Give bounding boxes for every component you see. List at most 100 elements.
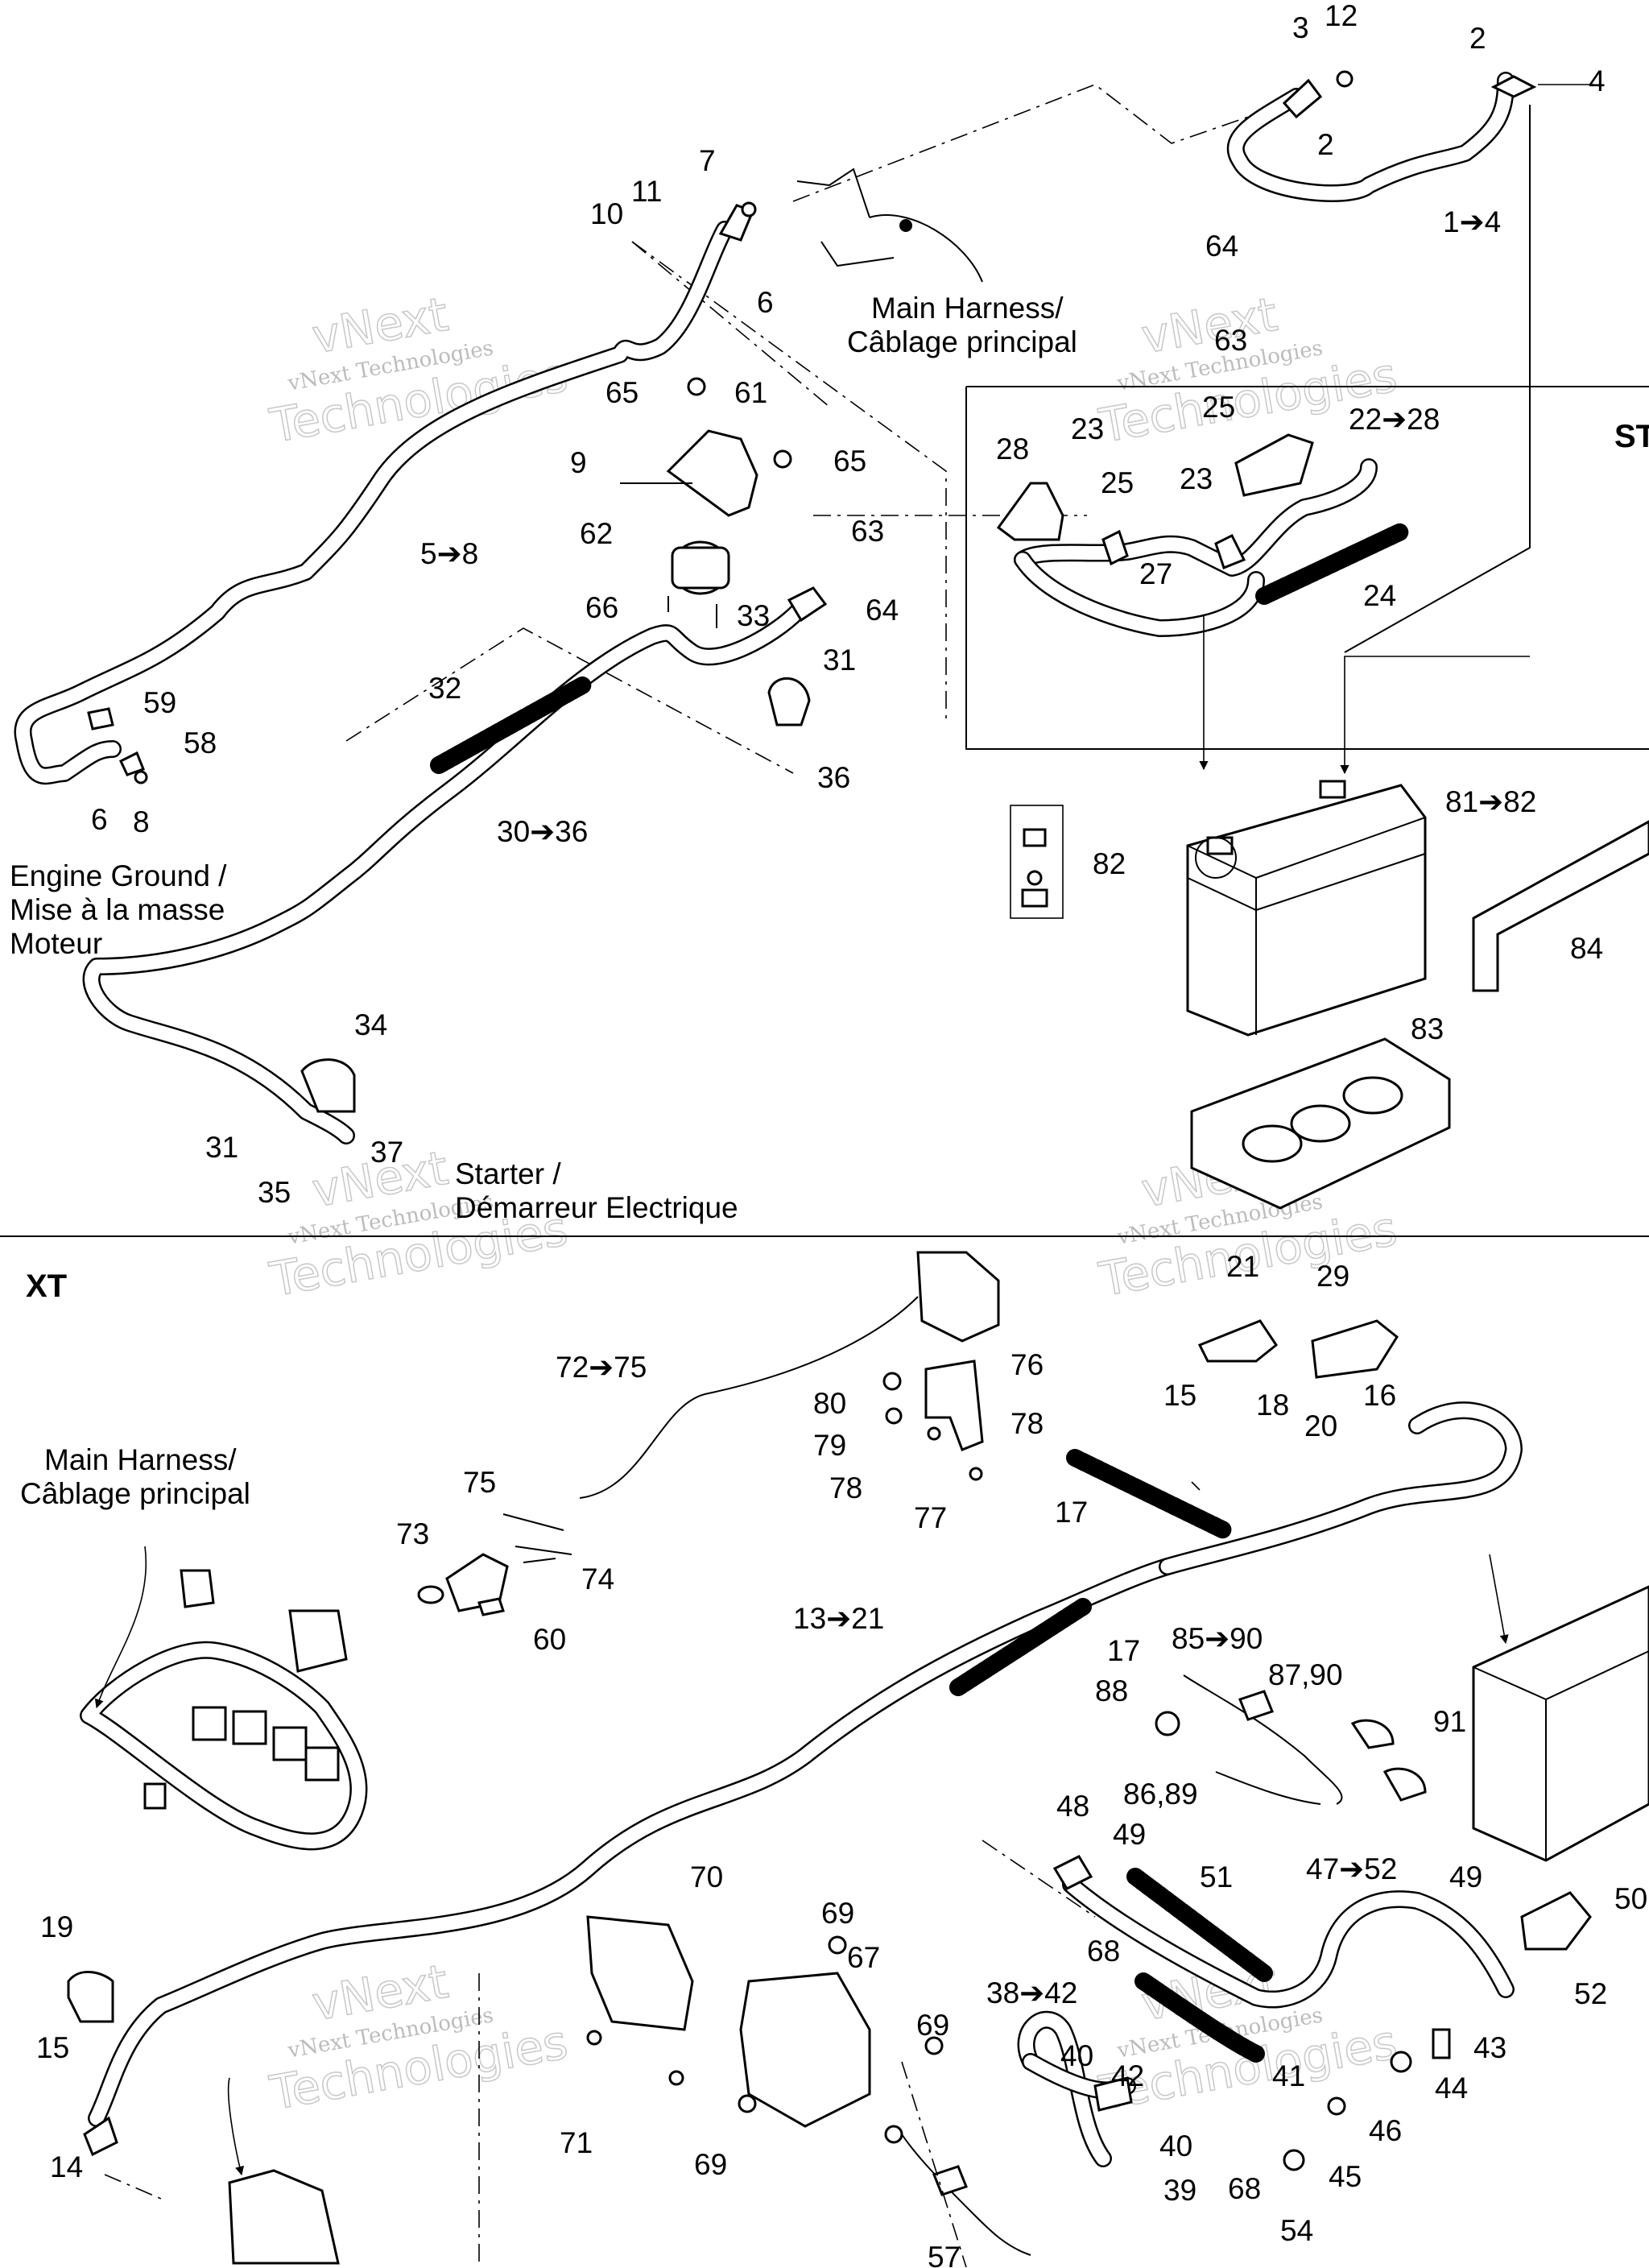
callout-label: 43 <box>1473 2031 1506 2064</box>
callout-label: 18 <box>1256 1389 1289 1422</box>
callout-label: 67 <box>847 1941 880 1974</box>
callout-label: 63 <box>1214 324 1247 357</box>
ground-harness <box>14 201 757 785</box>
callout-label: 20 <box>1304 1409 1337 1442</box>
text-notes: Main Harness/ Câblage principal Engine G… <box>10 292 1077 1510</box>
section-label-st: ST <box>1614 419 1649 454</box>
callout-label: 35 <box>258 1176 291 1209</box>
callout-label: 78 <box>1010 1407 1044 1440</box>
callout-label: 62 <box>580 517 613 550</box>
connector-72 <box>579 1251 1000 1499</box>
callout-label: 13➔21 <box>793 1602 884 1635</box>
callout-label: 31 <box>205 1131 238 1164</box>
callout-label: 1➔4 <box>1443 205 1501 238</box>
note-engine-ground: Moteur <box>10 927 102 960</box>
callout-label: 23 <box>1180 462 1213 495</box>
callout-label: 21 <box>1226 1250 1259 1283</box>
callout-label: 28 <box>996 432 1029 466</box>
note-starter: Démarreur Electrique <box>455 1191 738 1224</box>
starter-cable <box>82 586 828 1144</box>
callout-label: 22➔28 <box>1349 403 1440 436</box>
callout-label: 8 <box>133 805 150 838</box>
leader-dashed <box>901 2061 967 2268</box>
solenoid-xt <box>586 1915 1031 2256</box>
callout-label: 38➔42 <box>986 1976 1077 2009</box>
leader-arrow <box>94 1546 147 1709</box>
callout-label: 25 <box>1101 466 1134 499</box>
callout-label: 2 <box>1469 22 1486 55</box>
battery-hardware-82 <box>1010 805 1064 919</box>
callout-label: 14 <box>50 2150 83 2183</box>
callout-label: 41 <box>1272 2059 1305 2092</box>
spiral-wrap-32 <box>430 676 593 774</box>
terminal-cap-29 <box>1311 1319 1399 1379</box>
callout-label: 6 <box>91 803 108 836</box>
leader-dashed <box>792 84 1289 202</box>
callout-label: 69 <box>821 1897 854 1930</box>
spiral-wrap-17 <box>949 1449 1233 1696</box>
callout-label: 58 <box>184 726 217 759</box>
callout-label: 31 <box>823 644 856 677</box>
callout-label: 11 <box>631 175 662 208</box>
hardware-43-46 <box>1283 2028 1451 2171</box>
callout-label: 75 <box>463 1466 496 1499</box>
callout-label: 16 <box>1363 1379 1396 1412</box>
callout-label: 17 <box>1055 1496 1088 1529</box>
callout-label: 77 <box>914 1501 947 1534</box>
callout-label: 10 <box>590 197 623 230</box>
fuse-holder <box>1155 1674 1427 1805</box>
leader-arrow <box>1191 1481 1201 1491</box>
callout-label: 57 <box>928 2241 961 2268</box>
callout-label: 46 <box>1369 2114 1402 2147</box>
callout-label: 48 <box>1056 1790 1089 1823</box>
callout-label: 84 <box>1570 932 1603 965</box>
note-engine-ground: Mise à la masse <box>10 893 225 926</box>
callout-label: 44 <box>1435 2071 1468 2105</box>
callout-label: 80 <box>813 1387 846 1420</box>
callout-label: 82 <box>1093 847 1126 880</box>
callout-label: 85➔90 <box>1172 1622 1263 1655</box>
callout-label: 33 <box>737 599 770 632</box>
watermark: vNext vNext Technologies Technologies <box>265 286 572 454</box>
callout-label: 9 <box>570 446 587 479</box>
callout-label: 42 <box>1111 2059 1144 2092</box>
callout-label: 59 <box>143 686 176 719</box>
callout-label: 66 <box>585 591 618 624</box>
callout-label: 29 <box>1316 1260 1349 1293</box>
callout-label: 76 <box>1010 1348 1044 1381</box>
leader-dashed <box>982 1840 1096 1918</box>
callout-label: 64 <box>866 594 899 627</box>
note-main-harness-bottom: Câblage principal <box>20 1477 250 1510</box>
main-harness-top-illustration <box>796 168 983 283</box>
callout-label: 65 <box>833 445 866 478</box>
callout-label: 81➔82 <box>1445 785 1536 818</box>
callout-label: 5➔8 <box>420 537 478 570</box>
bracket-76 <box>882 1360 984 1481</box>
callout-labels: 3 12 2 4 2 1➔4 7 11 10 6 64 63 65 61 9 6… <box>36 0 1647 2268</box>
callout-label: 15 <box>1163 1379 1196 1412</box>
note-main-harness-top: Main Harness/ <box>871 292 1064 325</box>
part-19 <box>67 1970 114 2023</box>
callout-label: 49 <box>1113 1818 1146 1851</box>
terminal-boot-34 <box>300 1058 356 1113</box>
callout-label: 61 <box>734 376 767 409</box>
bottom-section: XT <box>26 1251 1649 2268</box>
callout-label: 24 <box>1363 579 1396 612</box>
callout-label: 86,89 <box>1123 1778 1198 1811</box>
callout-label: 91 <box>1433 1705 1466 1738</box>
st-frame: ST <box>965 105 1649 750</box>
battery <box>1186 780 1427 1037</box>
connector-kit <box>417 1513 572 1616</box>
callout-label: 71 <box>560 2126 593 2159</box>
callout-label: 88 <box>1095 1674 1128 1707</box>
callout-label: 12 <box>1325 0 1358 32</box>
engine-harness <box>80 1569 368 1851</box>
callout-label: 64 <box>1205 230 1238 263</box>
callout-label: 32 <box>428 672 461 705</box>
callout-label: 51 <box>1200 1860 1233 1893</box>
callout-label: 70 <box>690 1860 723 1893</box>
leader-dashed <box>631 241 947 721</box>
callout-label: 30➔36 <box>497 815 588 848</box>
terminal-cap-21 <box>1197 1319 1279 1363</box>
